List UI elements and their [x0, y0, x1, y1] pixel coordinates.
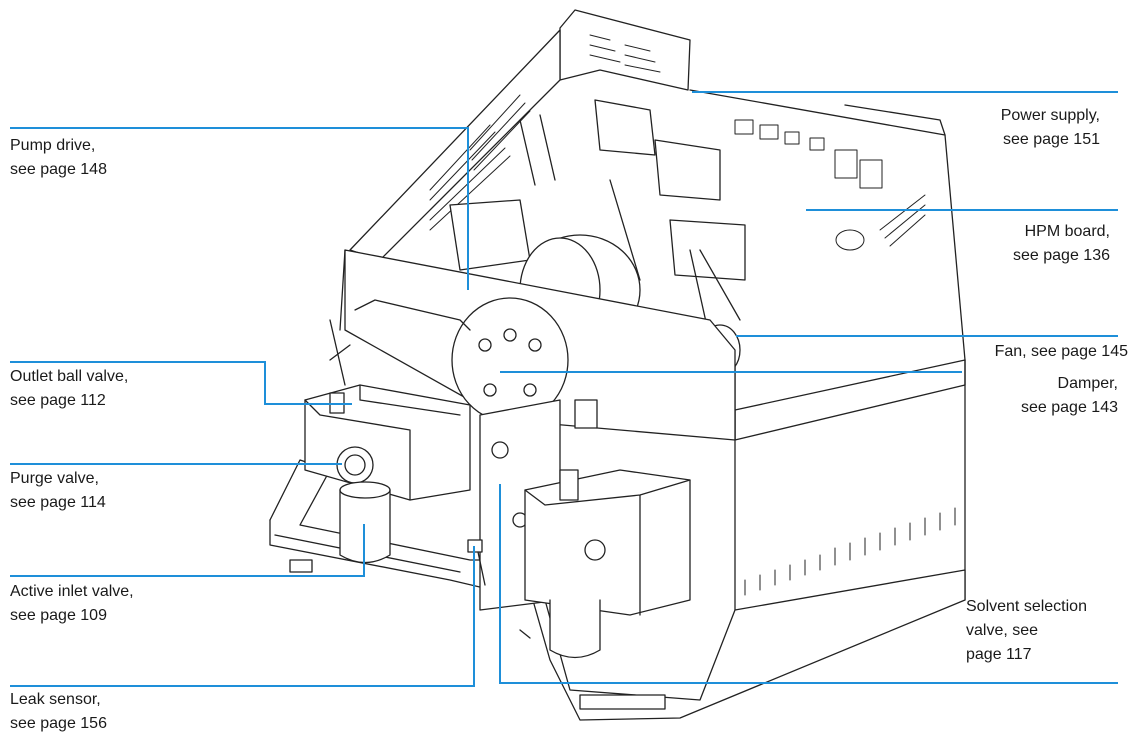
callout-fan-title: Fan, see page 145: [994, 343, 1128, 360]
callout-outlet-ball-valve: Outlet ball valve, see page 112: [10, 365, 128, 413]
callout-outlet-ball-valve-page: see page 112: [10, 392, 106, 409]
callout-line-pump-drive: [10, 127, 469, 290]
callout-active-inlet-valve-title: Active inlet valve,: [10, 583, 134, 600]
callout-fan: Fan, see page 145: [995, 340, 1128, 364]
callout-leak-sensor-title: Leak sensor,: [10, 691, 101, 708]
callout-solvent-selection-valve-detail: valve, see: [966, 622, 1039, 639]
callout-outlet-ball-valve-title: Outlet ball valve,: [10, 368, 129, 385]
callout-active-inlet-valve-page: see page 109: [10, 607, 107, 624]
callout-power-supply: Power supply, see page 151: [1001, 104, 1100, 152]
callout-leak-sensor-page: see page 156: [10, 715, 107, 732]
callout-power-supply-title: Power supply,: [1000, 107, 1100, 124]
callout-purge-valve-title: Purge valve,: [10, 470, 99, 487]
callout-damper-title: Damper,: [1057, 375, 1118, 392]
callout-pump-drive-title: Pump drive,: [10, 137, 96, 154]
callout-power-supply-page: see page 151: [1003, 131, 1100, 148]
callout-line-outlet-ball-valve: [10, 361, 352, 405]
callout-pump-drive-page: see page 148: [10, 161, 107, 178]
callout-hpm-board-page: see page 136: [1013, 247, 1110, 264]
callout-line-active-inlet-valve: [10, 524, 365, 577]
callout-pump-drive: Pump drive, see page 148: [10, 134, 107, 182]
callout-purge-valve-page: see page 114: [10, 494, 106, 511]
callout-damper-page: see page 143: [1021, 399, 1118, 416]
callout-solvent-selection-valve-title: Solvent selection: [966, 598, 1087, 615]
callout-line-leak-sensor: [10, 546, 475, 687]
callout-hpm-board: HPM board, see page 136: [1013, 220, 1110, 268]
callout-solvent-selection-valve-page: page 117: [966, 646, 1032, 663]
callout-hpm-board-title: HPM board,: [1024, 223, 1110, 240]
callout-active-inlet-valve: Active inlet valve, see page 109: [10, 580, 134, 628]
callout-line-solvent-selection-valve: [499, 484, 1118, 684]
callout-purge-valve: Purge valve, see page 114: [10, 467, 106, 515]
callout-damper: Damper, see page 143: [1021, 372, 1118, 420]
callout-leak-sensor: Leak sensor, see page 156: [10, 688, 107, 736]
callout-solvent-selection-valve: Solvent selection valve, see page 117: [966, 595, 1087, 667]
